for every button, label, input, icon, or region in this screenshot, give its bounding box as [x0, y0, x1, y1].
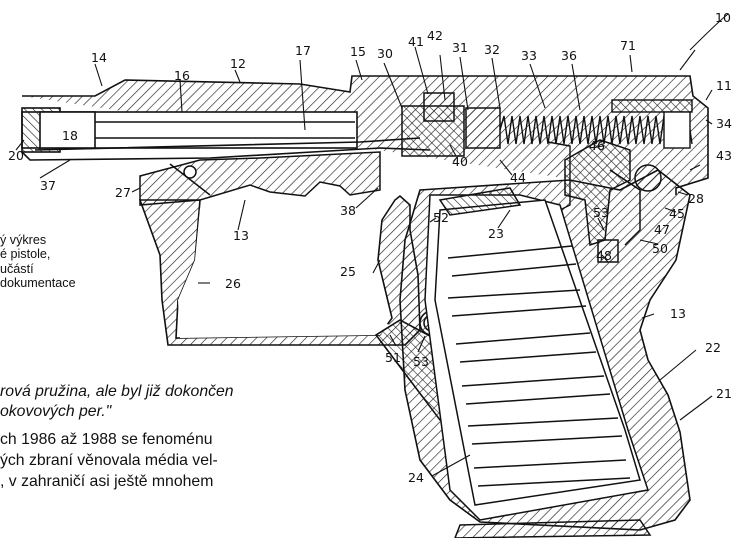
label-20: 20 — [8, 148, 24, 163]
caption-line: ý výkres — [0, 233, 47, 247]
quote-line: okovových per." — [0, 403, 112, 420]
breech-block — [401, 92, 501, 157]
label-41: 41 — [408, 34, 424, 49]
label-21: 21 — [716, 386, 732, 401]
magazine — [424, 187, 652, 538]
label-71: 71 — [620, 38, 636, 53]
label-28: 28 — [688, 191, 704, 206]
body-paragraph: ch 1986 až 1988 se fenoménu ých zbraní v… — [0, 429, 218, 492]
caption-line: é pistole, — [0, 247, 51, 262]
figure-caption: ý výkres é pistole, učástí dokumentace — [0, 233, 150, 291]
label-11: 11 — [716, 78, 732, 93]
slide-assembly — [21, 75, 709, 195]
label-17: 17 — [295, 43, 311, 58]
label-15: 15 — [350, 44, 366, 59]
label-45: 45 — [669, 206, 685, 221]
frame-upper — [139, 151, 381, 206]
label-31: 31 — [452, 40, 468, 55]
label-34: 34 — [716, 116, 732, 131]
body-line: ch 1986 až 1988 se fenoménu — [0, 431, 213, 448]
italic-quote: rová pružina, ale byl již dokončen okovo… — [0, 382, 234, 422]
label-32: 32 — [484, 42, 500, 57]
label-33: 33 — [521, 48, 537, 63]
label-43: 43 — [716, 148, 732, 163]
label-53-upper: 53 — [593, 205, 609, 220]
label-26: 26 — [225, 276, 241, 291]
body-line: , v zahraničí asi ještě mnohem — [0, 473, 214, 490]
label-46: 46 — [589, 138, 605, 153]
firing-mechanism — [564, 139, 662, 263]
label-13-grip: 13 — [670, 306, 686, 321]
reference-numerals: 10 14 12 16 17 15 30 42 41 31 32 33 36 7… — [8, 10, 732, 485]
caption-line: učástí — [0, 261, 34, 276]
label-52: 52 — [433, 210, 449, 225]
label-40: 40 — [452, 154, 468, 169]
label-10: 10 — [715, 10, 731, 25]
label-27: 27 — [115, 185, 131, 200]
label-14: 14 — [91, 50, 107, 65]
quote-line: rová pružina, ale byl již dokončen — [0, 383, 234, 400]
label-42: 42 — [427, 28, 443, 43]
label-25: 25 — [340, 264, 356, 279]
label-23: 23 — [488, 226, 504, 241]
label-51: 51 — [385, 350, 401, 365]
label-13-frame: 13 — [233, 228, 249, 243]
body-line: ých zbraní věnovala média vel- — [0, 452, 218, 469]
label-53-lower: 53 — [413, 354, 429, 369]
recoil-spring — [499, 99, 693, 211]
label-18: 18 — [62, 128, 78, 143]
label-44: 44 — [510, 170, 526, 185]
label-30: 30 — [377, 46, 393, 61]
label-48: 48 — [596, 248, 612, 263]
label-12: 12 — [230, 56, 246, 71]
label-24: 24 — [408, 470, 424, 485]
caption-line: dokumentace — [0, 276, 76, 291]
leader-lines — [15, 13, 729, 477]
label-47: 47 — [654, 222, 670, 237]
label-16: 16 — [174, 68, 190, 83]
label-22: 22 — [705, 340, 721, 355]
label-50: 50 — [652, 241, 668, 256]
label-38: 38 — [340, 203, 356, 218]
label-36: 36 — [561, 48, 577, 63]
label-37: 37 — [40, 178, 56, 193]
